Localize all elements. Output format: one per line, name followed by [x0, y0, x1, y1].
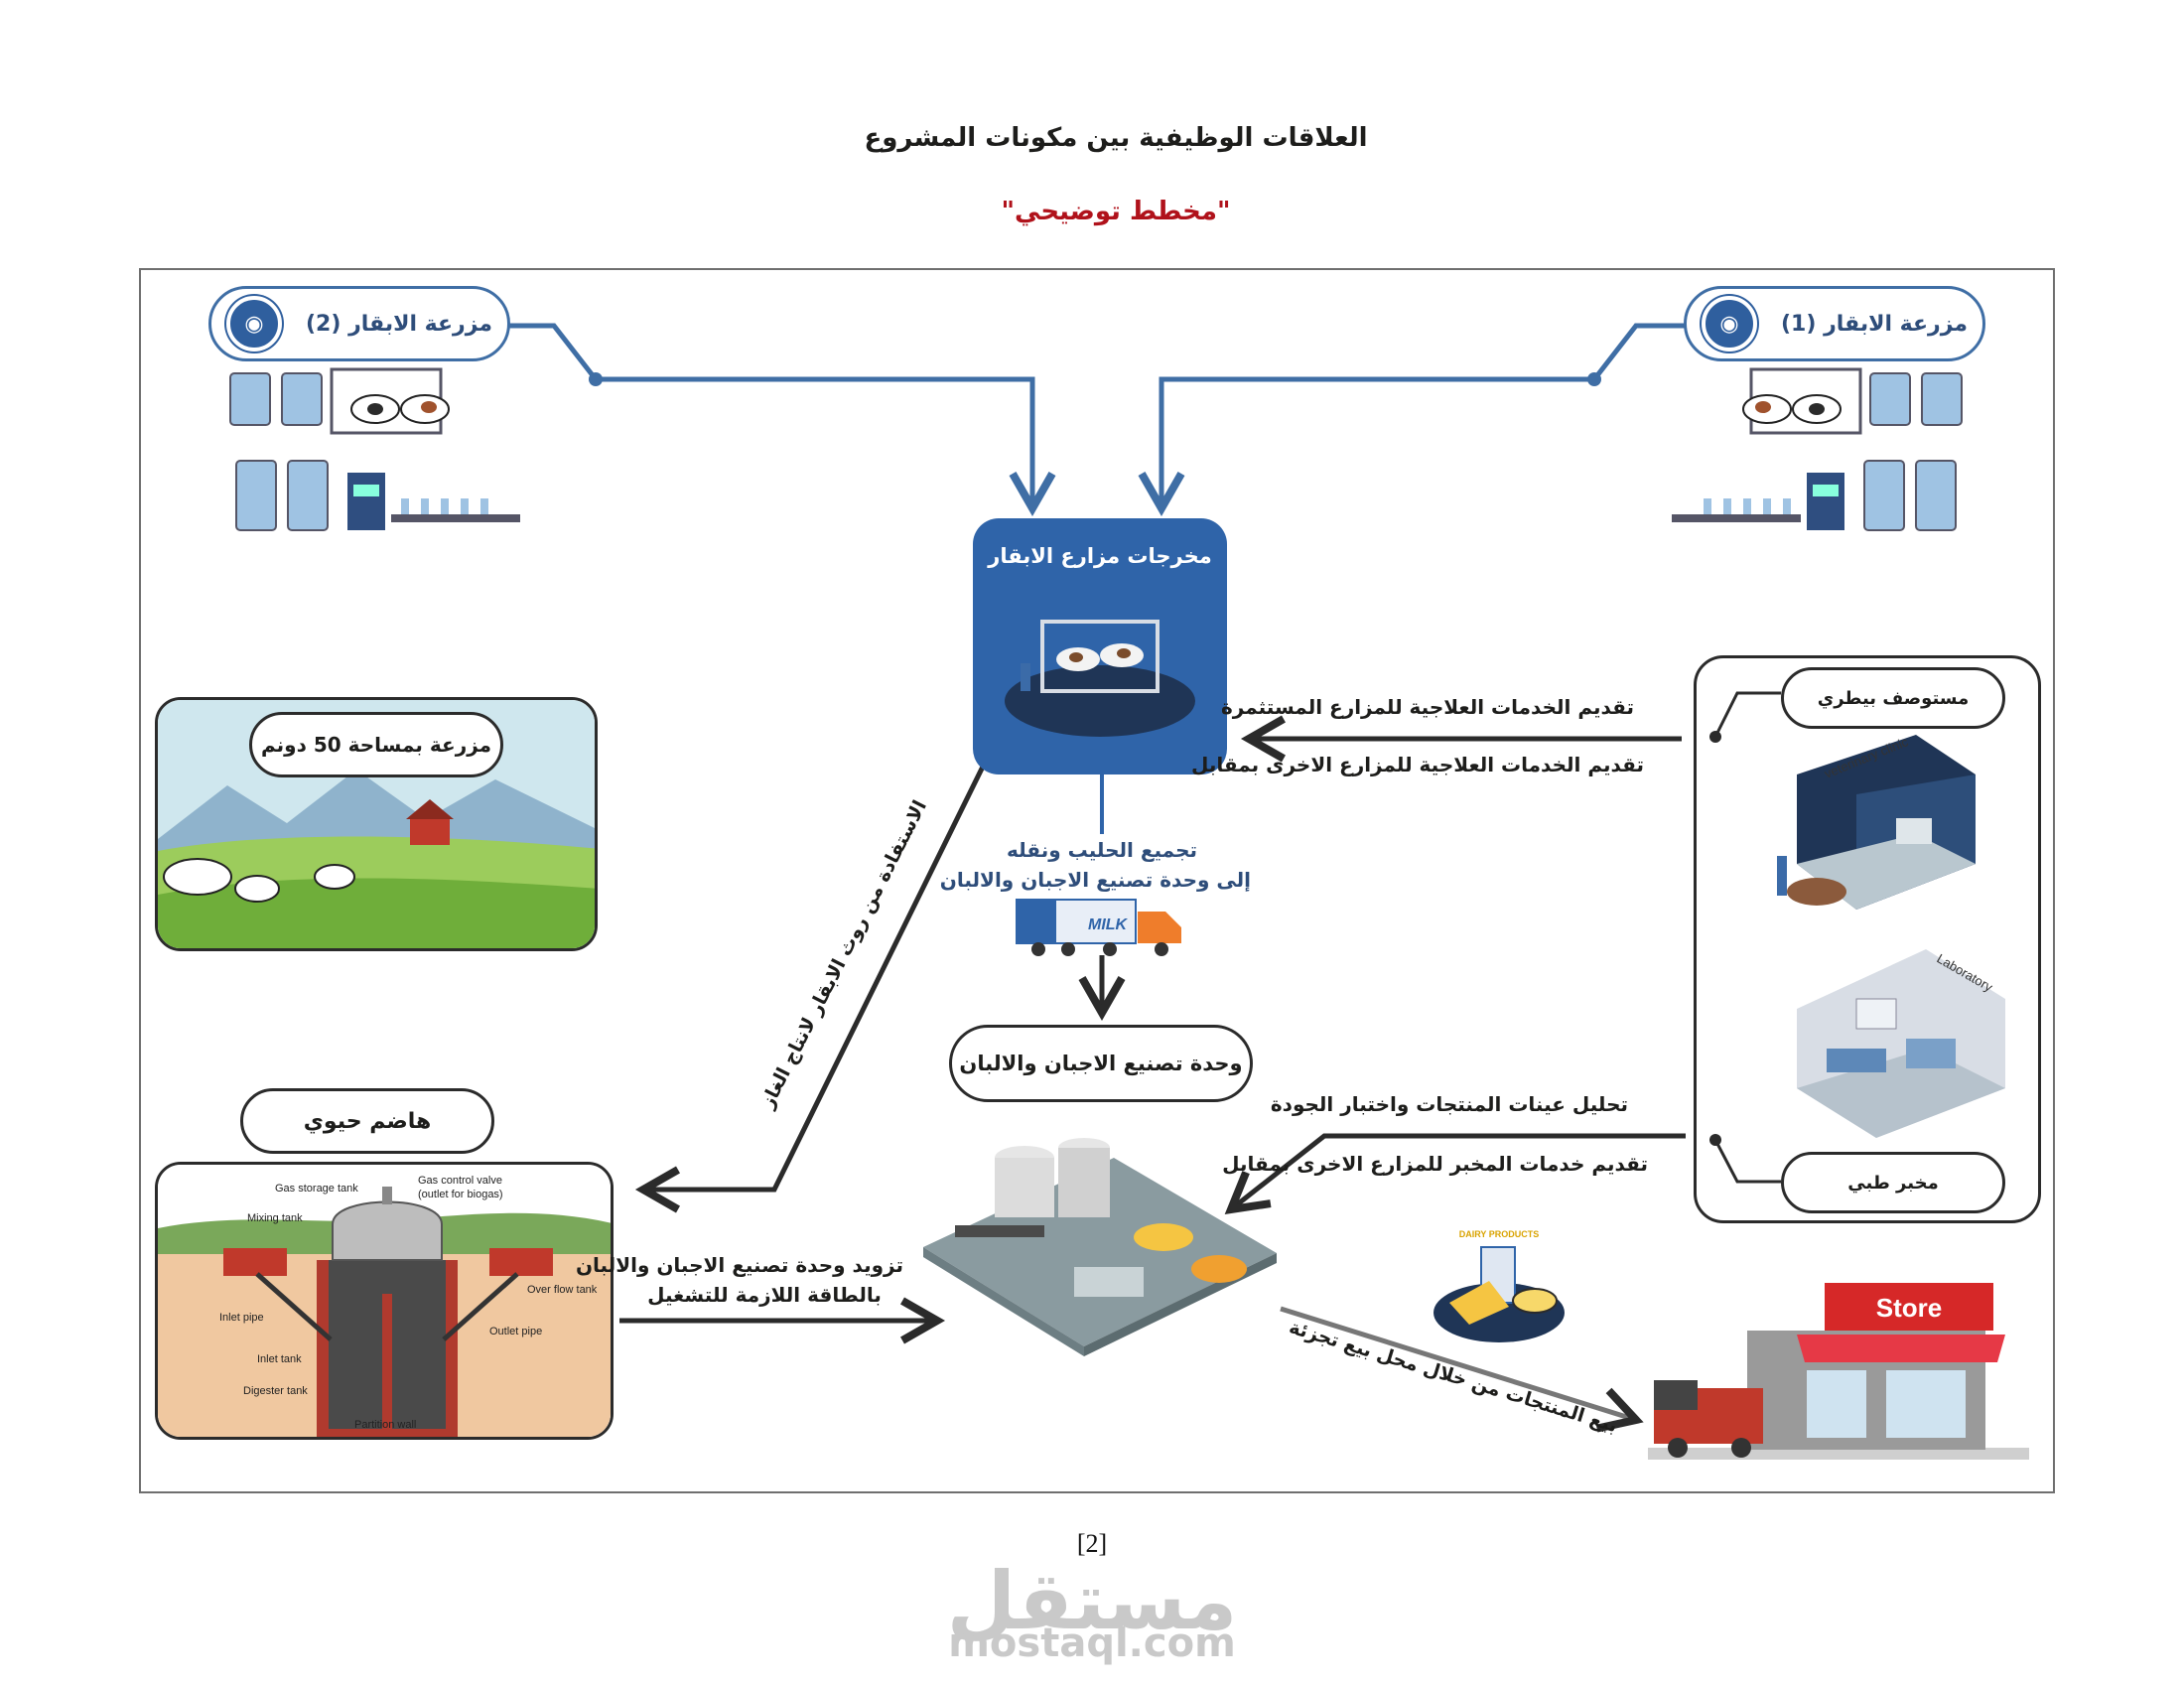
vet-hospital-node[interactable]: مستوصف بيطري: [1781, 667, 2005, 729]
outlet-pipe-label: Outlet pipe: [489, 1326, 543, 1337]
node-dot: [1587, 372, 1601, 386]
store-sign: Store: [1876, 1293, 1942, 1323]
gas-storage-label: Gas storage tank: [275, 1183, 358, 1195]
farm1-label: مزرعة الابقار (1): [1780, 311, 1969, 337]
node-dot: [589, 372, 603, 386]
leader-lab: [1713, 1139, 1781, 1184]
land-panel: مزرعة بمساحة 50 دونم: [155, 697, 598, 951]
edge-farm1-hub: [1138, 323, 1686, 517]
energy-label-2: بالطاقة اللازمة للتشغيل: [647, 1283, 882, 1307]
diagram-frame: [139, 268, 2055, 1493]
edge-dairy-store: [1280, 1306, 1644, 1433]
farm2-label: مزرعة الابقار (2): [305, 311, 493, 337]
milking-parlor-illustration: [1005, 620, 1195, 737]
inlet-pipe-label: Inlet pipe: [219, 1312, 264, 1324]
laboratory-illustration: Laboratory: [1797, 949, 2005, 1138]
edge-lab-dairy: [1224, 1133, 1686, 1214]
gas-valve-label: Gas control valve: [418, 1175, 502, 1187]
watermark-arabic: مستقل: [946, 1555, 1238, 1647]
store-illustration: Store: [1648, 1283, 2029, 1460]
dairy-unit-node[interactable]: وحدة تصنيع الاجبان والالبان: [949, 1025, 1253, 1102]
edge-hub-digester: [634, 765, 986, 1213]
gas-valve-note: (outlet for biogas): [418, 1189, 503, 1200]
edge-farm2-hub: [508, 323, 1056, 517]
energy-label-1: تزويد وحدة تصنيع الاجبان والالبان: [575, 1253, 903, 1277]
farm1-illustration: [1672, 367, 1963, 531]
page-number: [2]: [1076, 1529, 1108, 1558]
biogas-digester-illustration: [158, 1165, 611, 1437]
farm1-node[interactable]: مزرعة الابقار (1) ◉: [1684, 286, 1985, 361]
milk-truck-illustration: MILK: [1016, 899, 1181, 956]
dairy-badge-text: DAIRY PRODUCTS: [1459, 1229, 1540, 1239]
truck-label: MILK: [1088, 916, 1129, 933]
leader-vet: [1713, 691, 1781, 738]
milk-label-1: تجميع الحليب ونقله: [1007, 838, 1197, 862]
dairy-products-badge: DAIRY PRODUCTS: [1433, 1229, 1565, 1342]
inlet-tank-label: Inlet tank: [257, 1353, 302, 1365]
mixing-tank-label: Mixing tank: [247, 1212, 303, 1224]
land-label: مزرعة بمساحة 50 دونم: [249, 712, 503, 777]
watermark-english: mostaql.com: [948, 1620, 1236, 1666]
overflow-tank-label: Over flow tank: [527, 1284, 598, 1296]
vet-clinic-illustration: veterinary clinic: [1777, 735, 1976, 910]
services-panel: [1694, 655, 2041, 1223]
hub-label: مخرجات مزارع الابقار: [988, 544, 1212, 568]
cow-logo-icon: ◉: [225, 296, 282, 352]
page-title: العلاقات الوظيفية بين مكونات المشروع: [864, 123, 1368, 153]
lab-node[interactable]: مخبر طبي: [1781, 1152, 2005, 1213]
digester-node[interactable]: هاضم حيوي: [240, 1088, 494, 1154]
milk-label-2: إلى وحدة تصنيع الاجبان والالبان: [939, 868, 1251, 892]
page-subtitle: "مخطط توضيحي": [1001, 197, 1231, 226]
farm2-illustration: [229, 367, 520, 531]
digester-panel: Gas storage tank Gas control valve (outl…: [155, 1162, 614, 1440]
vet-service-label-2: تقديم الخدمات العلاجية للمزارع الاخرى بم…: [1190, 753, 1644, 776]
lab-service-label-1: تحليل عينات المنتجات واختبار الجودة: [1270, 1092, 1628, 1116]
dairy-factory-illustration: [923, 1138, 1277, 1356]
digester-tank-label: Digester tank: [243, 1385, 308, 1397]
partition-wall-label: Partition wall: [354, 1419, 417, 1431]
cow-logo-icon: ◉: [1701, 296, 1757, 352]
farm2-node[interactable]: مزرعة الابقار (2) ◉: [208, 286, 510, 361]
vet-service-label-1: تقديم الخدمات العلاجية للمزارع المستثمرة: [1220, 695, 1634, 719]
lab-service-label-2: تقديم خدمات المخبر للمزارع الاخرى بمقابل: [1222, 1152, 1648, 1176]
